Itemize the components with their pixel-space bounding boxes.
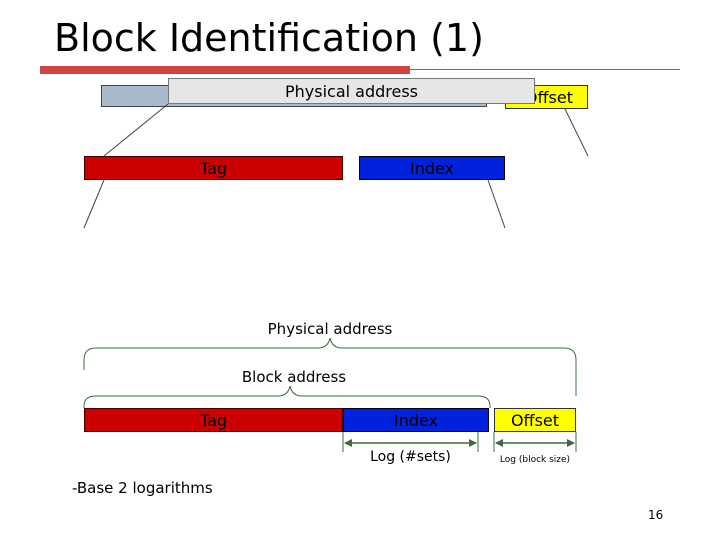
top-physical-address-label: Physical address: [284, 81, 419, 101]
slide-title: Block Identification (1): [54, 16, 484, 60]
physical-address-brace: [83, 337, 577, 396]
title-underline-thin: [410, 69, 680, 70]
bottom-physical-address-label: Physical address: [267, 320, 393, 338]
top-offset-label: Offset: [524, 87, 573, 107]
top-index-field: Index: [359, 156, 505, 180]
bottom-tag-label: Tag: [199, 410, 228, 430]
title-underline-accent: [40, 66, 410, 74]
page-number: 16: [648, 508, 664, 522]
block-address-brace: [83, 385, 491, 408]
index-width-label: Log (#sets): [370, 449, 451, 465]
offset-width-label: Log (block size): [499, 455, 571, 465]
bottom-index-field: Index: [343, 408, 489, 432]
top-offset-field: Offset: [505, 85, 588, 109]
block-address-label: Block address: [241, 368, 347, 386]
bottom-index-label: Index: [393, 410, 439, 430]
top-tag-label: Tag: [199, 158, 228, 178]
bottom-offset-label: Offset: [510, 410, 560, 430]
connector-line-mid-right: [487, 179, 506, 229]
top-tag-field: Tag: [84, 156, 343, 180]
connector-line-top-left: [103, 103, 169, 157]
footnote: -Base 2 logarithms: [72, 479, 213, 497]
top-physical-address-callout: Physical address: [168, 78, 535, 104]
connector-line-mid-left: [83, 179, 105, 229]
connector-line-top-right: [564, 108, 589, 157]
top-index-label: Index: [409, 158, 455, 178]
bottom-offset-field: Offset: [494, 408, 576, 432]
bottom-tag-field: Tag: [84, 408, 343, 432]
